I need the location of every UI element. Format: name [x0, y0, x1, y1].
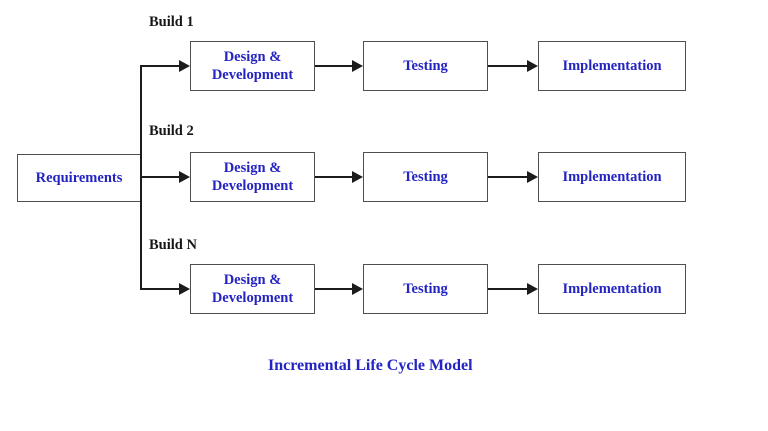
arrow-design-to-testing-build1: [315, 60, 363, 72]
arrow-shaft: [140, 65, 181, 67]
arrow-branch-to-design-buildn: [140, 283, 190, 295]
build-label-n: Build N: [149, 237, 197, 253]
arrow-shaft: [140, 288, 181, 290]
arrow-testing-to-implementation-build1: [488, 60, 538, 72]
design-development-label: Design & Development: [211, 48, 294, 83]
arrow-head-icon: [179, 60, 190, 72]
requirements-box: Requirements: [17, 154, 141, 202]
arrow-head-icon: [527, 283, 538, 295]
arrow-shaft: [315, 65, 354, 67]
requirements-label: Requirements: [35, 169, 123, 186]
arrow-branch-to-design-build2: [140, 171, 190, 183]
arrow-shaft: [488, 65, 529, 67]
arrow-shaft: [140, 176, 181, 178]
design-development-label: Design & Development: [211, 159, 294, 194]
arrow-design-to-testing-buildn: [315, 283, 363, 295]
arrow-shaft: [488, 176, 529, 178]
testing-label: Testing: [403, 57, 448, 74]
arrow-shaft: [315, 288, 354, 290]
implementation-label: Implementation: [562, 57, 662, 74]
arrow-head-icon: [179, 171, 190, 183]
design-development-box-buildn: Design & Development: [190, 264, 315, 314]
testing-label: Testing: [403, 280, 448, 297]
arrow-branch-to-design-build1: [140, 60, 190, 72]
arrow-head-icon: [352, 283, 363, 295]
testing-box-build1: Testing: [363, 41, 488, 91]
arrow-head-icon: [179, 283, 190, 295]
arrow-head-icon: [527, 60, 538, 72]
testing-label: Testing: [403, 168, 448, 185]
design-development-label: Design & Development: [211, 271, 294, 306]
build-label-2: Build 2: [149, 123, 194, 139]
arrow-testing-to-implementation-buildn: [488, 283, 538, 295]
arrow-head-icon: [352, 171, 363, 183]
arrow-testing-to-implementation-build2: [488, 171, 538, 183]
implementation-box-build1: Implementation: [538, 41, 686, 91]
implementation-box-buildn: Implementation: [538, 264, 686, 314]
testing-box-buildn: Testing: [363, 264, 488, 314]
testing-box-build2: Testing: [363, 152, 488, 202]
arrow-head-icon: [527, 171, 538, 183]
design-development-box-build2: Design & Development: [190, 152, 315, 202]
arrow-shaft: [315, 176, 354, 178]
arrow-design-to-testing-build2: [315, 171, 363, 183]
design-development-box-build1: Design & Development: [190, 41, 315, 91]
arrow-shaft: [488, 288, 529, 290]
build-label-1: Build 1: [149, 14, 194, 30]
diagram-caption: Incremental Life Cycle Model: [268, 357, 473, 374]
implementation-label: Implementation: [562, 168, 662, 185]
implementation-box-build2: Implementation: [538, 152, 686, 202]
arrow-head-icon: [352, 60, 363, 72]
implementation-label: Implementation: [562, 280, 662, 297]
